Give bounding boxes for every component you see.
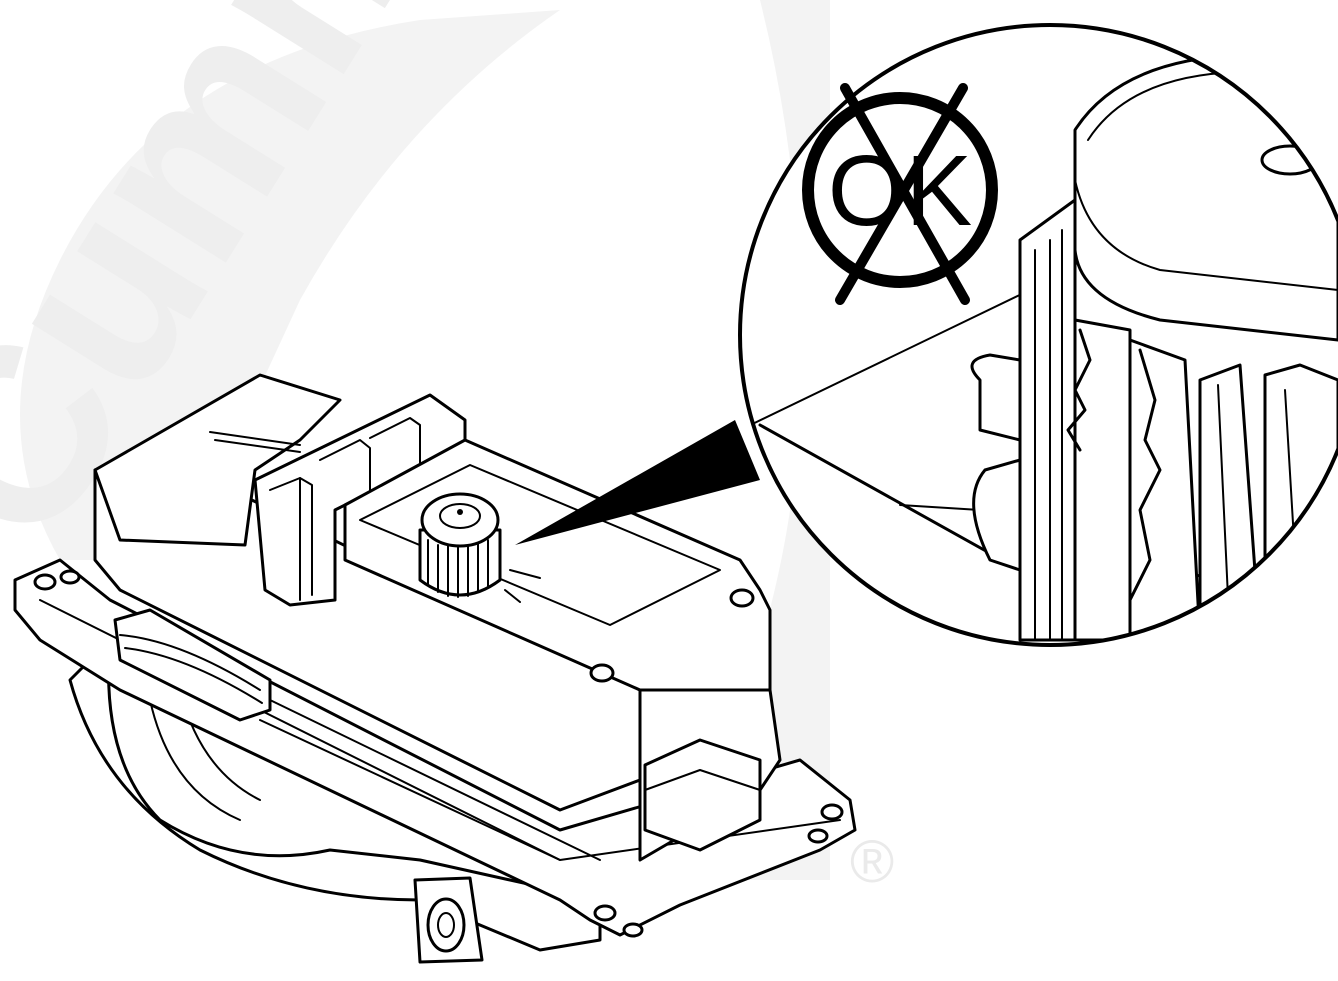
motor-drum bbox=[68, 638, 602, 952]
pocket-bolt-holes bbox=[589, 588, 755, 683]
callout-pointer bbox=[515, 420, 760, 545]
flange-bolt-holes bbox=[33, 569, 844, 938]
not-ok-symbol: OK bbox=[802, 83, 998, 305]
actuator-body bbox=[13, 373, 857, 964]
housing-top-cover bbox=[93, 373, 342, 547]
watermark-registered-mark: ® bbox=[850, 828, 894, 895]
detail-magnifier bbox=[738, 23, 1338, 647]
bottom-port bbox=[413, 876, 484, 964]
electrical-connector bbox=[643, 738, 762, 852]
cross-out-line-2 bbox=[835, 83, 968, 305]
gear-teeth bbox=[1018, 198, 1077, 642]
gear-cap bbox=[1073, 53, 1338, 342]
gear-pocket-floor bbox=[359, 464, 721, 626]
ribbed-frame bbox=[253, 393, 467, 607]
fractured-tooth-edge bbox=[1066, 328, 1092, 452]
output-gear bbox=[418, 492, 541, 603]
